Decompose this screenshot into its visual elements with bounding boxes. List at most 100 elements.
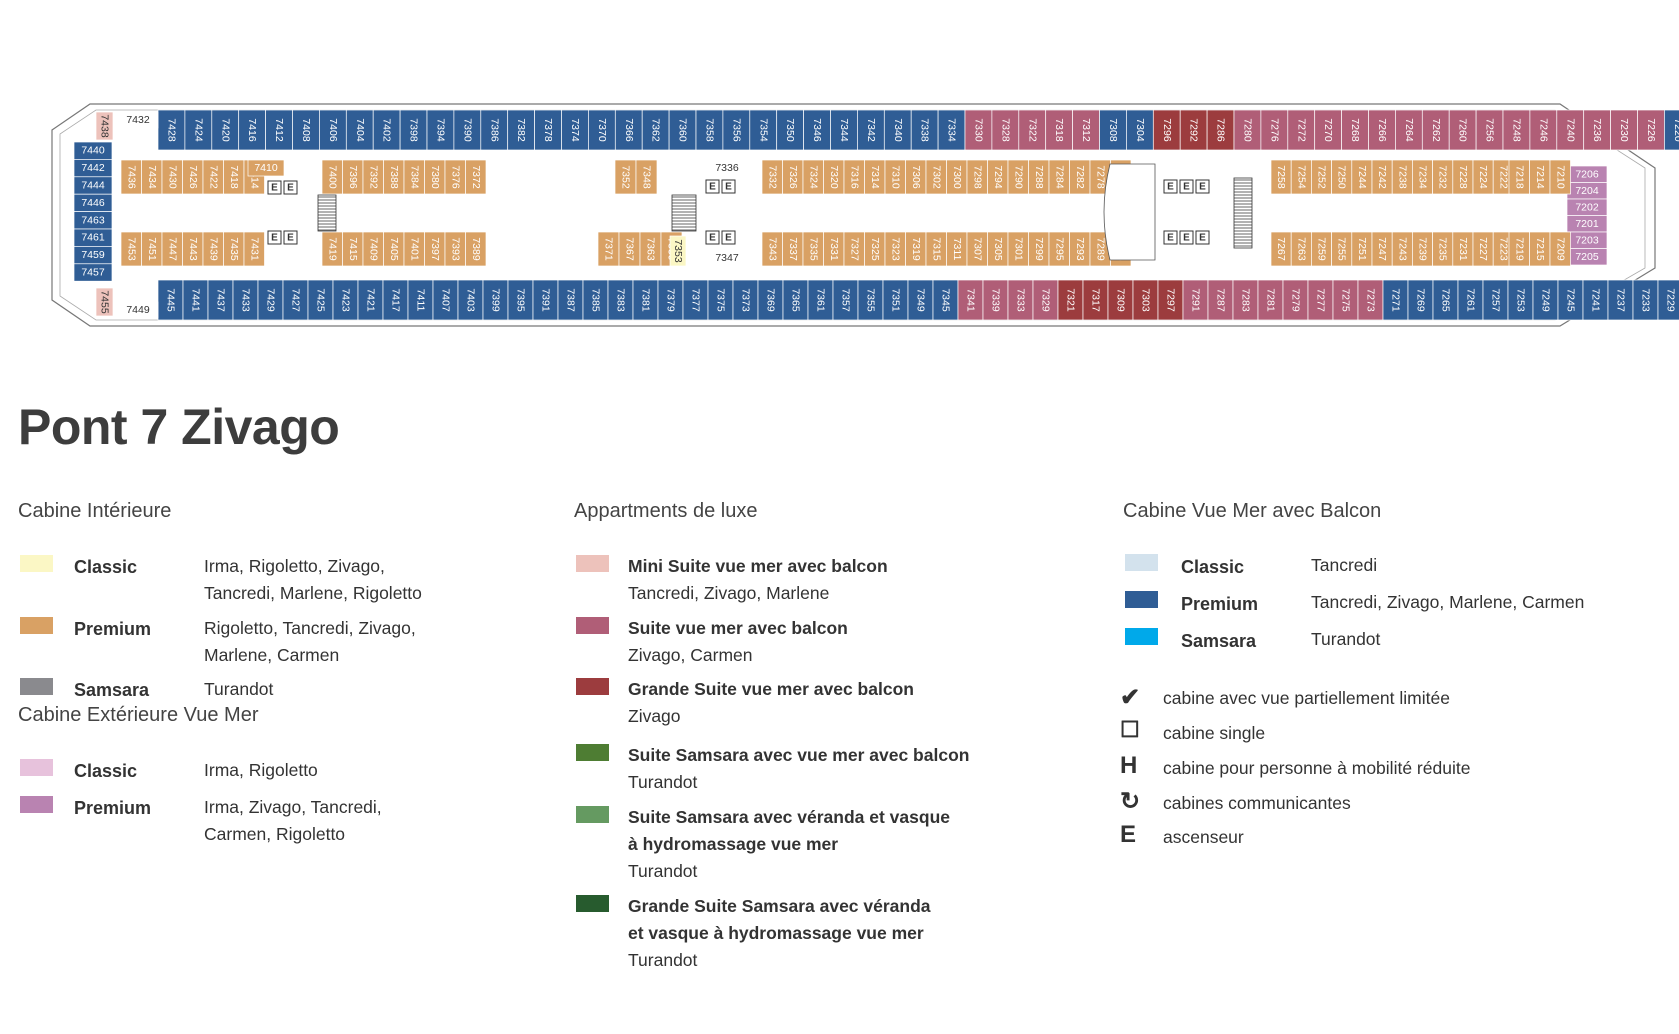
cabin-inner-7396[interactable]: 7396 xyxy=(342,159,364,195)
cabin-top-7220[interactable]: 7220 xyxy=(1664,109,1679,151)
cabin-inner-7235[interactable]: 7235 xyxy=(1432,231,1454,267)
cabin-inner-7263[interactable]: 7263 xyxy=(1290,231,1312,267)
cabin-inner-7252[interactable]: 7252 xyxy=(1311,159,1332,195)
cabin-top-7236[interactable]: 7236 xyxy=(1583,109,1611,151)
cabin-top-7420[interactable]: 7420 xyxy=(211,109,240,151)
cabin-top-7268[interactable]: 7268 xyxy=(1341,109,1369,151)
cabin-inner-7315[interactable]: 7315 xyxy=(925,231,947,267)
cabin-inner-7210[interactable]: 7210 xyxy=(1549,159,1571,195)
cabin-bottom-7427[interactable]: 7427 xyxy=(282,279,309,321)
cabin-bottom-7365[interactable]: 7365 xyxy=(782,279,809,321)
cabin-inner-7320[interactable]: 7320 xyxy=(823,159,845,195)
cabin-top-7266[interactable]: 7266 xyxy=(1368,109,1396,151)
cabin-inner-7298[interactable]: 7298 xyxy=(966,159,988,195)
cabin-top-7248[interactable]: 7248 xyxy=(1502,109,1531,151)
cabin-inner-7335[interactable]: 7335 xyxy=(802,231,824,267)
cabin-inner-7282[interactable]: 7282 xyxy=(1069,159,1091,195)
cabin-inner-7219[interactable]: 7219 xyxy=(1508,231,1530,267)
cabin-inner-7388[interactable]: 7388 xyxy=(383,159,405,195)
cabin-inner-7397[interactable]: 7397 xyxy=(424,231,446,267)
cabin-bottom-7233[interactable]: 7233 xyxy=(1632,279,1659,321)
cabin-stern-7446[interactable]: 7446 xyxy=(73,193,113,212)
cabin-inner-7443[interactable]: 7443 xyxy=(182,231,204,267)
cabin-inner-7294[interactable]: 7294 xyxy=(987,159,1009,195)
cabin-inner-7409[interactable]: 7409 xyxy=(362,231,384,267)
cabin-inner-7348[interactable]: 7348 xyxy=(635,159,658,195)
cabin-inner-7224[interactable]: 7224 xyxy=(1472,159,1494,195)
cabin-bottom-7249[interactable]: 7249 xyxy=(1532,279,1559,321)
cabin-inner-7214[interactable]: 7214 xyxy=(1529,159,1551,195)
cabin-bottom-7355[interactable]: 7355 xyxy=(857,279,884,321)
cabin-inner-7430[interactable]: 7430 xyxy=(161,159,183,195)
cabin-bottom-7421[interactable]: 7421 xyxy=(357,279,384,321)
cabin-inner-7306[interactable]: 7306 xyxy=(905,159,927,195)
cabin-top-7340[interactable]: 7340 xyxy=(883,109,912,151)
cabin-inner-7307[interactable]: 7307 xyxy=(966,231,988,267)
cabin-bottom-7271[interactable]: 7271 xyxy=(1382,279,1409,321)
cabin-bottom-7425[interactable]: 7425 xyxy=(307,279,334,321)
cabin-top-7276[interactable]: 7276 xyxy=(1260,109,1289,151)
cabin-bottom-7377[interactable]: 7377 xyxy=(682,279,709,321)
cabin-inner-7435[interactable]: 7435 xyxy=(223,231,245,267)
cabin-top-7304[interactable]: 7304 xyxy=(1126,109,1154,151)
cabin-inner-7436[interactable]: 7436 xyxy=(120,159,142,195)
cabin-inner-7353[interactable]: 7353 xyxy=(669,235,687,267)
cabin-inner-7376[interactable]: 7376 xyxy=(444,159,466,195)
cabin-inner-7332[interactable]: 7332 xyxy=(761,159,783,195)
cabin-inner-7316[interactable]: 7316 xyxy=(843,159,865,195)
cabin-inner-7389[interactable]: 7389 xyxy=(465,231,487,267)
cabin-inner-7250[interactable]: 7250 xyxy=(1331,159,1353,195)
cabin-inner-7239[interactable]: 7239 xyxy=(1412,231,1433,267)
cabin-top-7390[interactable]: 7390 xyxy=(453,109,482,151)
cabin-bottom-7407[interactable]: 7407 xyxy=(432,279,459,321)
cabin-inner-7431[interactable]: 7431 xyxy=(243,231,265,267)
cabin-bottom-7265[interactable]: 7265 xyxy=(1432,279,1459,321)
cabin-bottom-7261[interactable]: 7261 xyxy=(1457,279,1484,321)
cabin-bottom-7437[interactable]: 7437 xyxy=(207,279,234,321)
cabin-inner-7326[interactable]: 7326 xyxy=(782,159,804,195)
cabin-inner-7426[interactable]: 7426 xyxy=(182,159,204,195)
cabin-stern-7463[interactable]: 7463 xyxy=(73,211,113,230)
cabin-stern-7442[interactable]: 7442 xyxy=(73,159,113,178)
cabin-top-7226[interactable]: 7226 xyxy=(1637,109,1665,151)
cabin-top-7318[interactable]: 7318 xyxy=(1045,109,1073,151)
cabin-stern-7459[interactable]: 7459 xyxy=(73,246,113,265)
cabin-inner-7238[interactable]: 7238 xyxy=(1391,159,1413,195)
cabin-bottom-7273[interactable]: 7273 xyxy=(1357,279,1384,321)
cabin-top-7354[interactable]: 7354 xyxy=(749,109,778,151)
cabin-top-7402[interactable]: 7402 xyxy=(372,109,401,151)
cabin-top-7270[interactable]: 7270 xyxy=(1314,109,1342,151)
cabin-inner-7392[interactable]: 7392 xyxy=(362,159,384,195)
cabin-top-7366[interactable]: 7366 xyxy=(614,109,643,151)
cabin-top-7264[interactable]: 7264 xyxy=(1395,109,1423,151)
cabin-bottom-7417[interactable]: 7417 xyxy=(382,279,409,321)
cabin-inner-7247[interactable]: 7247 xyxy=(1371,231,1393,267)
cabin-bottom-7257[interactable]: 7257 xyxy=(1482,279,1509,321)
cabin-inner-7447[interactable]: 7447 xyxy=(161,231,183,267)
cabin-bow-7201[interactable]: 7201 xyxy=(1566,215,1608,233)
cabin-bottom-7399[interactable]: 7399 xyxy=(482,279,509,321)
cabin-inner-7352[interactable]: 7352 xyxy=(614,159,637,195)
cabin-bottom-7321[interactable]: 7321 xyxy=(1057,279,1084,321)
cabin-top-7296[interactable]: 7296 xyxy=(1152,109,1181,151)
cabin-top-7280[interactable]: 7280 xyxy=(1233,109,1262,151)
cabin-top-7424[interactable]: 7424 xyxy=(184,109,213,151)
cabin-top-7262[interactable]: 7262 xyxy=(1421,109,1450,151)
cabin-bottom-7241[interactable]: 7241 xyxy=(1582,279,1609,321)
cabin-top-7362[interactable]: 7362 xyxy=(641,109,670,151)
cabin-bottom-7291[interactable]: 7291 xyxy=(1182,279,1209,321)
cabin-bottom-7411[interactable]: 7411 xyxy=(407,279,434,321)
cabin-inner-7325[interactable]: 7325 xyxy=(864,231,886,267)
cabin-inner-7439[interactable]: 7439 xyxy=(202,231,224,267)
cabin-bottom-7317[interactable]: 7317 xyxy=(1082,279,1109,321)
cabin-top-7334[interactable]: 7334 xyxy=(937,109,966,151)
cabin-bottom-7383[interactable]: 7383 xyxy=(607,279,634,321)
cabin-bottom-7333[interactable]: 7333 xyxy=(1007,279,1034,321)
cabin-top-7312[interactable]: 7312 xyxy=(1072,109,1100,151)
cabin-inner-7244[interactable]: 7244 xyxy=(1351,159,1373,195)
cabin-inner-7331[interactable]: 7331 xyxy=(823,231,845,267)
cabin-bottom-7351[interactable]: 7351 xyxy=(882,279,909,321)
cabin-inner-7415[interactable]: 7415 xyxy=(342,231,364,267)
cabin-inner-7234[interactable]: 7234 xyxy=(1412,159,1433,195)
cabin-inner-7314[interactable]: 7314 xyxy=(864,159,886,195)
